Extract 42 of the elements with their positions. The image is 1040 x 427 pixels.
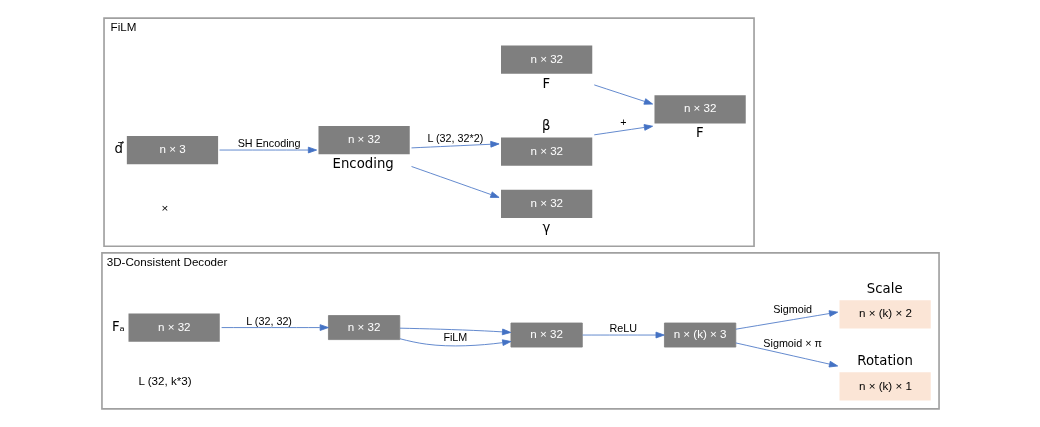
arrow [399, 327, 511, 336]
node-box: n × (k) × 2 [839, 300, 931, 329]
arrow [410, 140, 499, 149]
arrow [593, 124, 653, 136]
arrow [734, 310, 838, 330]
arrow [399, 338, 511, 347]
label: × [161, 201, 168, 215]
node-box: n × 32 [500, 45, 592, 74]
node-box: n × (k) × 3 [663, 322, 736, 348]
node-label: Fₐ [111, 318, 125, 334]
node-box: n × 32 [327, 315, 400, 340]
node-label: Rotation [856, 352, 913, 368]
node-box: n × 32 [500, 189, 592, 219]
node-box: n × 3 [126, 135, 218, 165]
node-label: F [695, 125, 704, 141]
node-box: n × 32 [318, 125, 410, 155]
edge-label: L (32, 32*2) [426, 132, 483, 145]
node-label: Encoding [332, 156, 394, 172]
arrow [581, 331, 665, 339]
arrow [593, 84, 653, 105]
node-label: d⃗ [113, 141, 123, 157]
node-box: n × 32 [654, 95, 746, 124]
arrow [220, 324, 329, 331]
arrow [218, 146, 317, 154]
edge-label: Sigmoid × π [762, 336, 822, 349]
arrow [734, 342, 838, 368]
edge-label: ReLU [609, 322, 637, 335]
arrow [410, 166, 499, 198]
node-label: γ [541, 220, 550, 235]
edge-label: FiLM [442, 331, 467, 344]
node-box: n × (k) × 1 [839, 372, 931, 401]
node-box: n × 32 [128, 313, 220, 342]
edge-label: SH Encoding [237, 137, 301, 150]
node-label: β [541, 117, 551, 133]
label: L (32, k*3) [137, 373, 192, 387]
node-label: Scale [866, 280, 903, 296]
node-box: n × 32 [510, 322, 583, 348]
edge-label: L (32, 32) [245, 314, 292, 327]
edge-label: Sigmoid [772, 302, 812, 315]
node-label: F [541, 75, 550, 91]
edge-label: + [619, 116, 627, 129]
node-box: n × 32 [500, 137, 592, 166]
